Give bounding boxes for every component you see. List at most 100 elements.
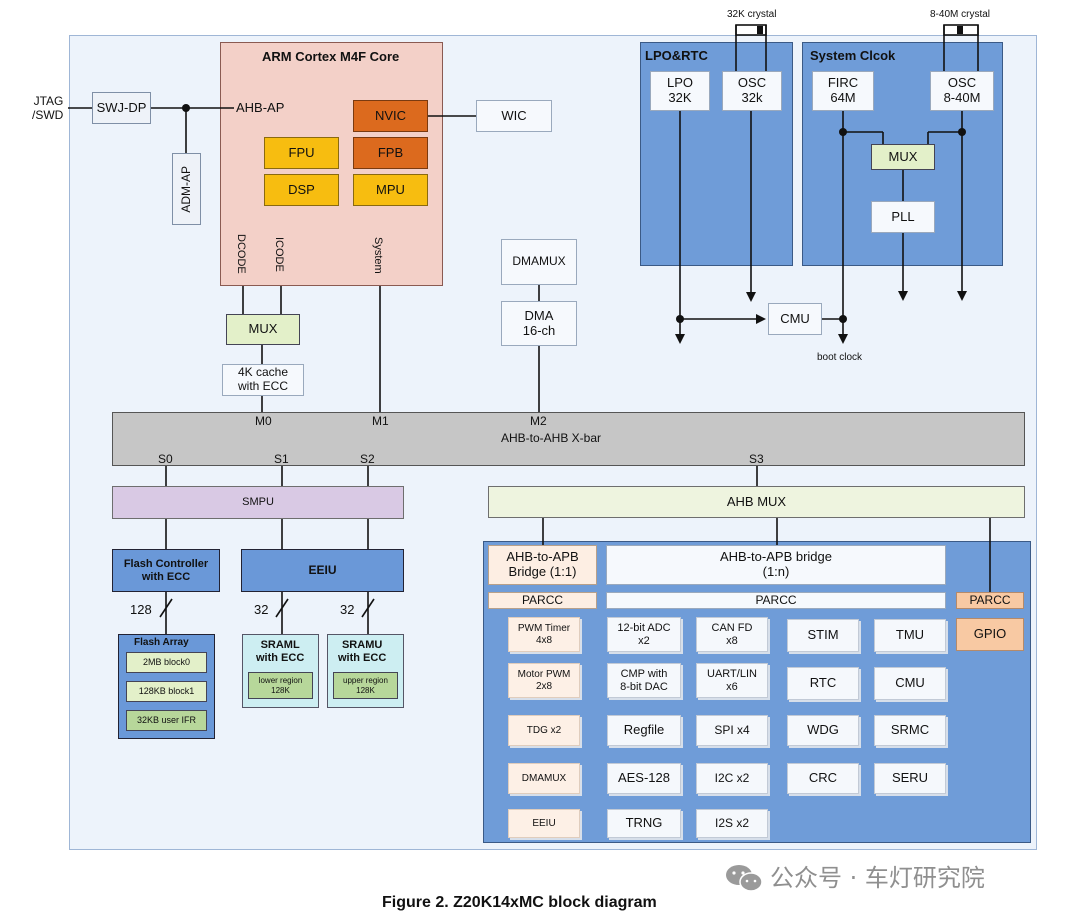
xbar-m1: M1: [372, 414, 389, 428]
sraml-title: SRAML with ECC: [256, 639, 305, 664]
cache-label: 4K cache with ECC: [237, 365, 289, 393]
figure-caption: Figure 2. Z20K14xMC block diagram: [382, 894, 657, 911]
osc-32k-box: OSC 32k: [722, 71, 782, 111]
core-title: ARM Cortex M4F Core: [262, 49, 400, 64]
regfile-box: Regfile: [607, 715, 681, 746]
system-clock-title: System Clcok: [810, 48, 896, 63]
cmp-dac-label: CMP with 8-bit DAC: [620, 667, 668, 693]
i2c-box: I2C x2: [696, 763, 768, 794]
gpio-box: GPIO: [956, 618, 1024, 651]
flash-block1: 128KB block1: [126, 681, 207, 702]
crystal-32k-label: 32K crystal: [727, 9, 777, 20]
apb-bridge-1ton-label: AHB-to-APB bridge (1:n): [720, 549, 832, 579]
dcode-label: DCODE: [235, 234, 247, 274]
parcc-1to1: PARCC: [488, 592, 597, 609]
adm-ap-label: ADM-AP: [178, 165, 193, 213]
srmc-box: SRMC: [874, 715, 946, 746]
bus-width-sramu: 32: [340, 602, 355, 617]
fpb-box: FPB: [353, 137, 428, 169]
osc-32k-label: OSC 32k: [737, 75, 767, 105]
cmu-top-box: CMU: [768, 303, 822, 335]
mpu-box: MPU: [353, 174, 428, 206]
parcc-gpio: PARCC: [956, 592, 1024, 609]
firc-label: FIRC 64M: [827, 75, 859, 105]
bus-width-flash: 128: [130, 602, 152, 617]
watermark-text: 公众号 · 车灯研究院: [770, 864, 985, 892]
firc-box: FIRC 64M: [812, 71, 874, 111]
lpo-box: LPO 32K: [650, 71, 710, 111]
motor-pwm-label: Motor PWM 2x8: [517, 669, 571, 692]
flash-controller-label: Flash Controller with ECC: [123, 557, 209, 583]
can-fd-label: CAN FD x8: [711, 621, 753, 647]
wechat-icon: [724, 862, 764, 894]
ahb-ap-label: AHB-AP: [236, 100, 285, 115]
nvic-box: NVIC: [353, 100, 428, 132]
stim-box: STIM: [787, 619, 859, 652]
ahb-xbar: [112, 412, 1025, 466]
osc-8-40m-label: OSC 8-40M: [943, 75, 981, 105]
icode-label: ICODE: [273, 237, 285, 272]
dsp-box: DSP: [264, 174, 339, 206]
cmp-dac-box: CMP with 8-bit DAC: [607, 663, 681, 698]
pll-box: PLL: [871, 201, 935, 233]
ahb-mux-box: AHB MUX: [488, 486, 1025, 518]
eeiu-periph-box: EEIU: [508, 809, 580, 838]
seru-box: SERU: [874, 763, 946, 794]
apb-bridge-1to1-label: AHB-to-APB Bridge (1:1): [506, 549, 579, 579]
cache-mux-box: MUX: [226, 314, 300, 345]
dma-box: DMA 16-ch: [501, 301, 577, 346]
pwm-timer-box: PWM Timer 4x8: [508, 617, 580, 652]
boot-clock-label: boot clock: [817, 352, 863, 363]
swj-dp-box: SWJ-DP: [92, 92, 151, 124]
xbar-m2: M2: [530, 414, 547, 428]
system-label: System: [372, 237, 384, 274]
xbar-s0: S0: [158, 452, 173, 466]
motor-pwm-box: Motor PWM 2x8: [508, 663, 580, 698]
jtag-swd-label: JTAG /SWD: [32, 94, 64, 122]
eeiu-top-box: EEIU: [241, 549, 404, 592]
i2s-box: I2S x2: [696, 809, 768, 838]
dma-label: DMA 16-ch: [522, 307, 556, 338]
tmu-box: TMU: [874, 619, 946, 652]
trng-box: TRNG: [607, 809, 681, 838]
adc-box: 12-bit ADC x2: [607, 617, 681, 652]
sramu-title: SRAMU with ECC: [338, 639, 387, 664]
crc-box: CRC: [787, 763, 859, 794]
lpo-label: LPO 32K: [666, 75, 693, 105]
apb-bridge-1to1: AHB-to-APB Bridge (1:1): [488, 545, 597, 585]
fpu-box: FPU: [264, 137, 339, 169]
xbar-s2: S2: [360, 452, 375, 466]
flash-block0: 2MB block0: [126, 652, 207, 673]
osc-8-40m-box: OSC 8-40M: [930, 71, 994, 111]
sramu-region: upper region 128K: [333, 672, 398, 699]
parcc-1ton: PARCC: [606, 592, 946, 609]
tdg-box: TDG x2: [508, 715, 580, 746]
can-fd-box: CAN FD x8: [696, 617, 768, 652]
dmamux-top-box: DMAMUX: [501, 239, 577, 285]
crystal-8-40m-label: 8-40M crystal: [930, 9, 991, 20]
clock-mux-box: MUX: [871, 144, 935, 170]
rtc-box: RTC: [787, 667, 859, 700]
uart-lin-label: UART/LIN x6: [707, 667, 757, 693]
flash-user-ifr: 32KB user IFR: [126, 710, 207, 731]
spi-box: SPI x4: [696, 715, 768, 746]
cache-box: 4K cache with ECC: [222, 364, 304, 396]
aes-box: AES-128: [607, 763, 681, 794]
wic-box: WIC: [476, 100, 552, 132]
xbar-label: AHB-to-AHB X-bar: [501, 431, 602, 445]
dmamux-periph-box: DMAMUX: [508, 763, 580, 794]
xbar-m0: M0: [255, 414, 272, 428]
xbar-s3: S3: [749, 452, 764, 466]
xbar-s1: S1: [274, 452, 289, 466]
wdg-box: WDG: [787, 715, 859, 746]
adm-ap-box: ADM-AP: [172, 153, 201, 225]
apb-bridge-1ton: AHB-to-APB bridge (1:n): [606, 545, 946, 585]
smpu-box: SMPU: [112, 486, 404, 519]
lpo-rtc-title: LPO&RTC: [645, 48, 708, 63]
flash-array-title: Flash Array: [134, 637, 189, 648]
adc-label: 12-bit ADC x2: [617, 621, 671, 647]
sraml-region: lower region 128K: [248, 672, 313, 699]
flash-controller-box: Flash Controller with ECC: [112, 549, 220, 592]
uart-lin-box: UART/LIN x6: [696, 663, 768, 698]
